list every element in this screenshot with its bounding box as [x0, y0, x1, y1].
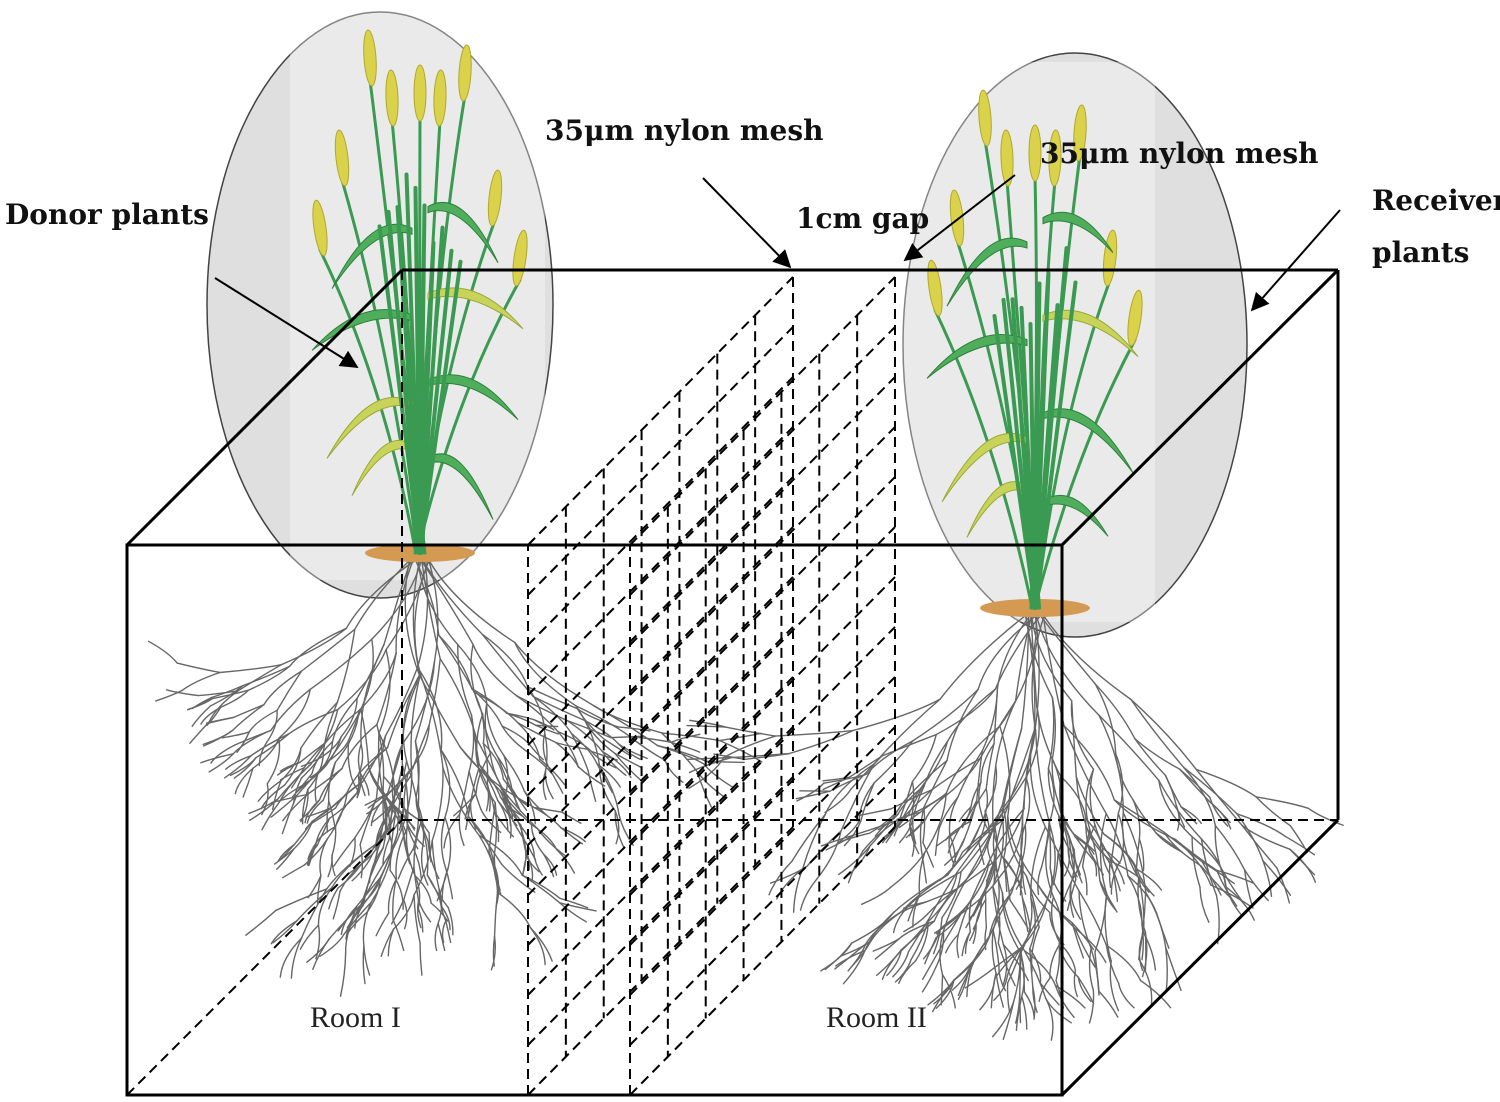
receiver-arrow [1250, 209, 1341, 312]
mesh-right-label: 35μm nylon mesh [1040, 137, 1318, 170]
receiver-highlight-ellipse [902, 52, 1248, 638]
room-1-label: Room I [310, 1001, 401, 1034]
roots [686, 612, 1344, 1041]
box-hidden-edges [126, 270, 1338, 1096]
callout-arrows [214, 174, 1341, 368]
box-top-right-edge [1060, 268, 1340, 547]
receiver-plant [686, 89, 1344, 1041]
shoots [926, 89, 1143, 610]
mesh-panel-left [527, 276, 794, 1096]
donor-plants-label: Donor plants [5, 198, 209, 231]
mesh-right-arrow [903, 174, 1016, 262]
receiver-label-line1: Receiver [1372, 184, 1500, 217]
nylon-mesh-partitions [527, 276, 896, 1096]
room-2-label: Room II [826, 1001, 927, 1034]
donor-highlight-ellipse [206, 11, 554, 599]
mesh-panel-right [629, 276, 896, 1096]
gap-label: 1cm gap [796, 202, 929, 235]
donor-arrow [214, 277, 359, 368]
roots [147, 557, 763, 997]
box-top-left-edge [125, 268, 404, 547]
box-bottom-right-edge [1060, 818, 1340, 1097]
mesh-left-arrow [702, 177, 792, 269]
shoots [311, 29, 528, 555]
mesh-left-label: 35μm nylon mesh [545, 114, 823, 147]
receiver-label-line2: plants [1372, 236, 1469, 269]
hidden-bottom-left-edge [126, 819, 403, 1096]
